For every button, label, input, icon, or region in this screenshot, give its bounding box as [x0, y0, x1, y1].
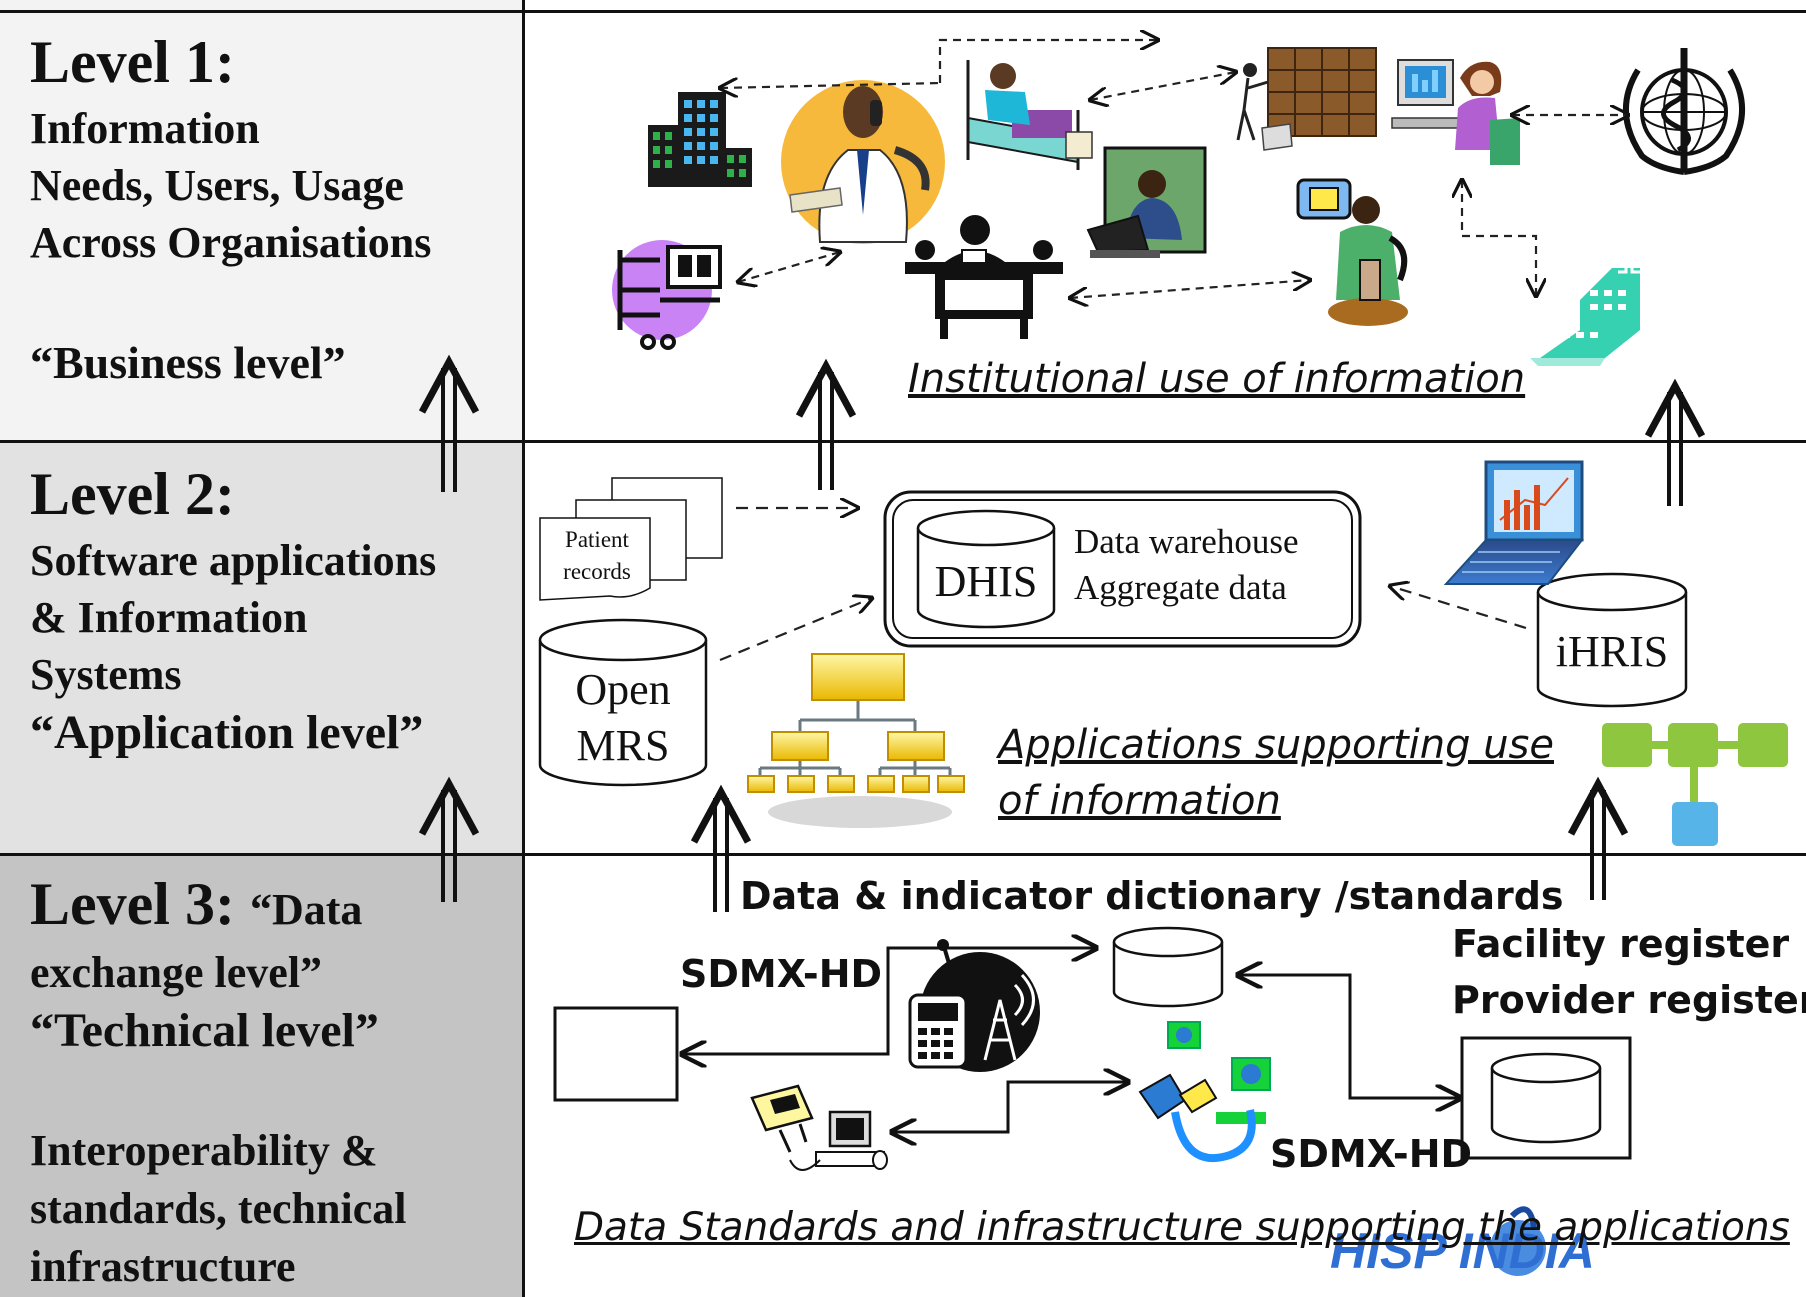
double-arrow-openmrs-up — [690, 784, 752, 912]
sdmx-label-right: SDMX-HD — [1270, 1132, 1473, 1176]
openmrs-line-1: Open — [575, 665, 671, 714]
level2-line-1: Software applications — [30, 536, 437, 585]
dictionary-cylinder — [1112, 926, 1224, 1008]
dhis-label: DHIS — [934, 557, 1038, 606]
dhis-box — [883, 490, 1362, 648]
warehouse-label-line-2: Aggregate data — [1074, 568, 1287, 607]
row-divider-2 — [0, 853, 1806, 856]
patient-records-line-2: records — [563, 559, 631, 584]
double-arrow-left-bottom — [418, 776, 480, 902]
hospital-icon — [1530, 262, 1640, 366]
lab-technician-icon — [1296, 178, 1408, 326]
openmrs-cylinder — [538, 618, 708, 787]
row-divider-1 — [0, 440, 1806, 443]
level2-tag: “Application level” — [30, 706, 424, 759]
double-arrow-right-top — [1644, 378, 1706, 506]
standards-caption: Data Standards and infrastructure suppor… — [574, 1205, 1790, 1250]
level1-heading: Level 1: — [30, 29, 235, 95]
level1-line-3: Across Organisations — [30, 218, 432, 267]
level2-heading: Level 2: — [30, 461, 235, 527]
patient-records-label: Patient records — [546, 524, 648, 588]
laptop-worker-icon — [1086, 146, 1207, 258]
level3-sub-line-2: standards, technical — [30, 1184, 407, 1233]
level3-heading-suffix: “Data — [249, 885, 363, 934]
desktop-pc-icon — [750, 1084, 888, 1171]
facility-register-label: Facility register — [1452, 922, 1790, 966]
level2-panel — [0, 441, 525, 854]
applications-caption-line-2: of information — [998, 778, 1281, 824]
network-pcs-icon — [1138, 1021, 1271, 1163]
level1-tag: “Business level” — [30, 337, 346, 388]
network-computer-icon — [612, 240, 722, 350]
level2-connectors — [719, 508, 1527, 662]
org-chart-icon — [747, 653, 965, 828]
double-arrow-ihris-up — [1567, 776, 1629, 900]
laptop-chart-icon — [1443, 460, 1585, 585]
external-system-box — [553, 1006, 679, 1102]
filing-cabinet-icon — [1236, 47, 1377, 151]
patient-bed-icon — [966, 60, 1093, 170]
computer-user-icon — [1391, 59, 1520, 165]
provider-register-label: Provider register — [1452, 978, 1806, 1022]
level3-sub-line-3: infrastructure — [30, 1242, 296, 1291]
sdmx-label-left: SDMX-HD — [680, 952, 883, 996]
institutional-caption: Institutional use of information — [908, 356, 1526, 402]
level1-line-1: Information — [30, 104, 260, 153]
double-arrow-left-top — [418, 354, 480, 492]
double-arrow-center — [795, 358, 857, 490]
ihris-cylinder — [1536, 572, 1688, 708]
ihris-label: iHRIS — [1555, 627, 1669, 676]
hisp-logo-icon: HISP INDIA — [1330, 1206, 1595, 1279]
registry-box — [1460, 1036, 1632, 1160]
level3-panel — [0, 854, 525, 1297]
level3-heading: Level 3: “Data — [30, 870, 362, 939]
dhis-cylinder — [916, 509, 1056, 629]
level2-line-3: Systems — [30, 650, 182, 699]
level1-line-2: Needs, Users, Usage — [30, 161, 404, 210]
satellite-phone-icon — [908, 939, 1040, 1072]
level1-connectors — [720, 40, 1628, 298]
level3-connectors — [682, 948, 1460, 1132]
level3-sub-line-1: Interoperability & — [30, 1126, 378, 1175]
level3-line-1: exchange level” — [30, 948, 323, 997]
level2-line-2: & Information — [30, 593, 308, 642]
level3-line-2: “Technical level” — [30, 1004, 379, 1057]
businessman-phone-icon — [781, 80, 945, 244]
outer-border-top — [0, 10, 1806, 13]
applications-caption-line-1: Applications supporting use — [998, 722, 1554, 768]
documents-icon — [539, 477, 723, 601]
dictionary-label: Data & indicator dictionary /standards — [740, 874, 1564, 918]
office-building-icon — [648, 92, 752, 187]
openmrs-label: Open MRS — [540, 662, 706, 774]
meeting-table-icon — [905, 215, 1063, 339]
level3-heading-main: Level 3: — [30, 871, 235, 937]
hisp-logo-text: HISP INDIA — [1330, 1223, 1595, 1279]
workflow-icon — [1602, 723, 1788, 846]
level1-panel — [0, 0, 525, 441]
who-emblem-icon — [1623, 48, 1745, 175]
warehouse-label-line-1: Data warehouse — [1074, 522, 1299, 561]
patient-records-line-1: Patient — [565, 527, 629, 552]
openmrs-line-2: MRS — [576, 721, 670, 770]
